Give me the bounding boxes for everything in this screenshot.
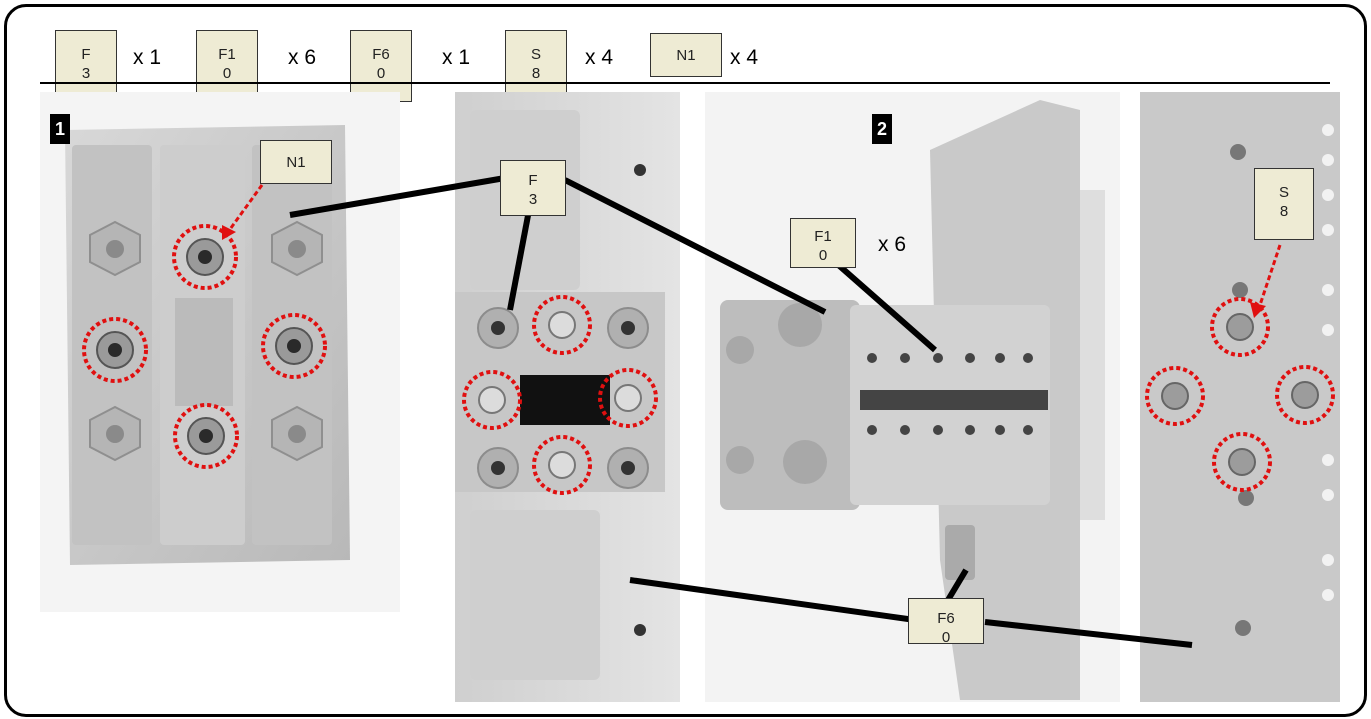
part-tag-n1: N1 [650,33,722,77]
callout-f10: F1 0 [790,218,856,268]
part-code: S [530,46,541,63]
part-tag-f3: F 3 [55,30,117,102]
part-code: F1 [218,46,236,63]
part-qty-f60: x 1 [442,46,471,69]
callout-f60: F6 0 [908,598,984,646]
callout-label: F6 [937,610,955,627]
callout-f3: F 3 [500,160,566,216]
part-code-suffix: 3 [81,65,91,82]
part-tag-f10: F1 0 [196,30,258,102]
part-code-suffix: 8 [531,65,541,82]
header-divider [40,82,1330,84]
step-marker-1: 1 [50,114,70,144]
part-code-suffix: 0 [222,65,232,82]
callout-f10-qty: x 6 [878,233,907,256]
callout-label: F1 [814,228,832,245]
part-code-suffix: 0 [376,65,386,82]
part-code: F [81,46,91,63]
part-qty-n1: x 4 [730,46,759,69]
callout-label: N1 [286,154,306,171]
photo-step1-bracket [455,92,680,702]
part-tag-s8: S 8 [505,30,567,102]
photo-step1-base-plate [40,92,400,612]
callout-label: F [528,172,538,189]
callout-label: S [1278,184,1289,201]
callout-n1: N1 [260,140,332,184]
callout-label-suffix: 0 [818,247,828,264]
part-qty-f10: x 6 [288,46,317,69]
step-marker-2: 2 [872,114,892,144]
callout-label-suffix: 8 [1279,203,1289,220]
callout-label-suffix: 0 [941,629,951,646]
part-code: N1 [676,47,696,64]
callout-label-suffix: 3 [528,191,538,208]
leader-lines [289,175,1193,648]
callout-s8: S 8 [1254,168,1314,240]
part-qty-f3: x 1 [133,46,162,69]
part-qty-s8: x 4 [585,46,614,69]
part-code: F6 [372,46,390,63]
